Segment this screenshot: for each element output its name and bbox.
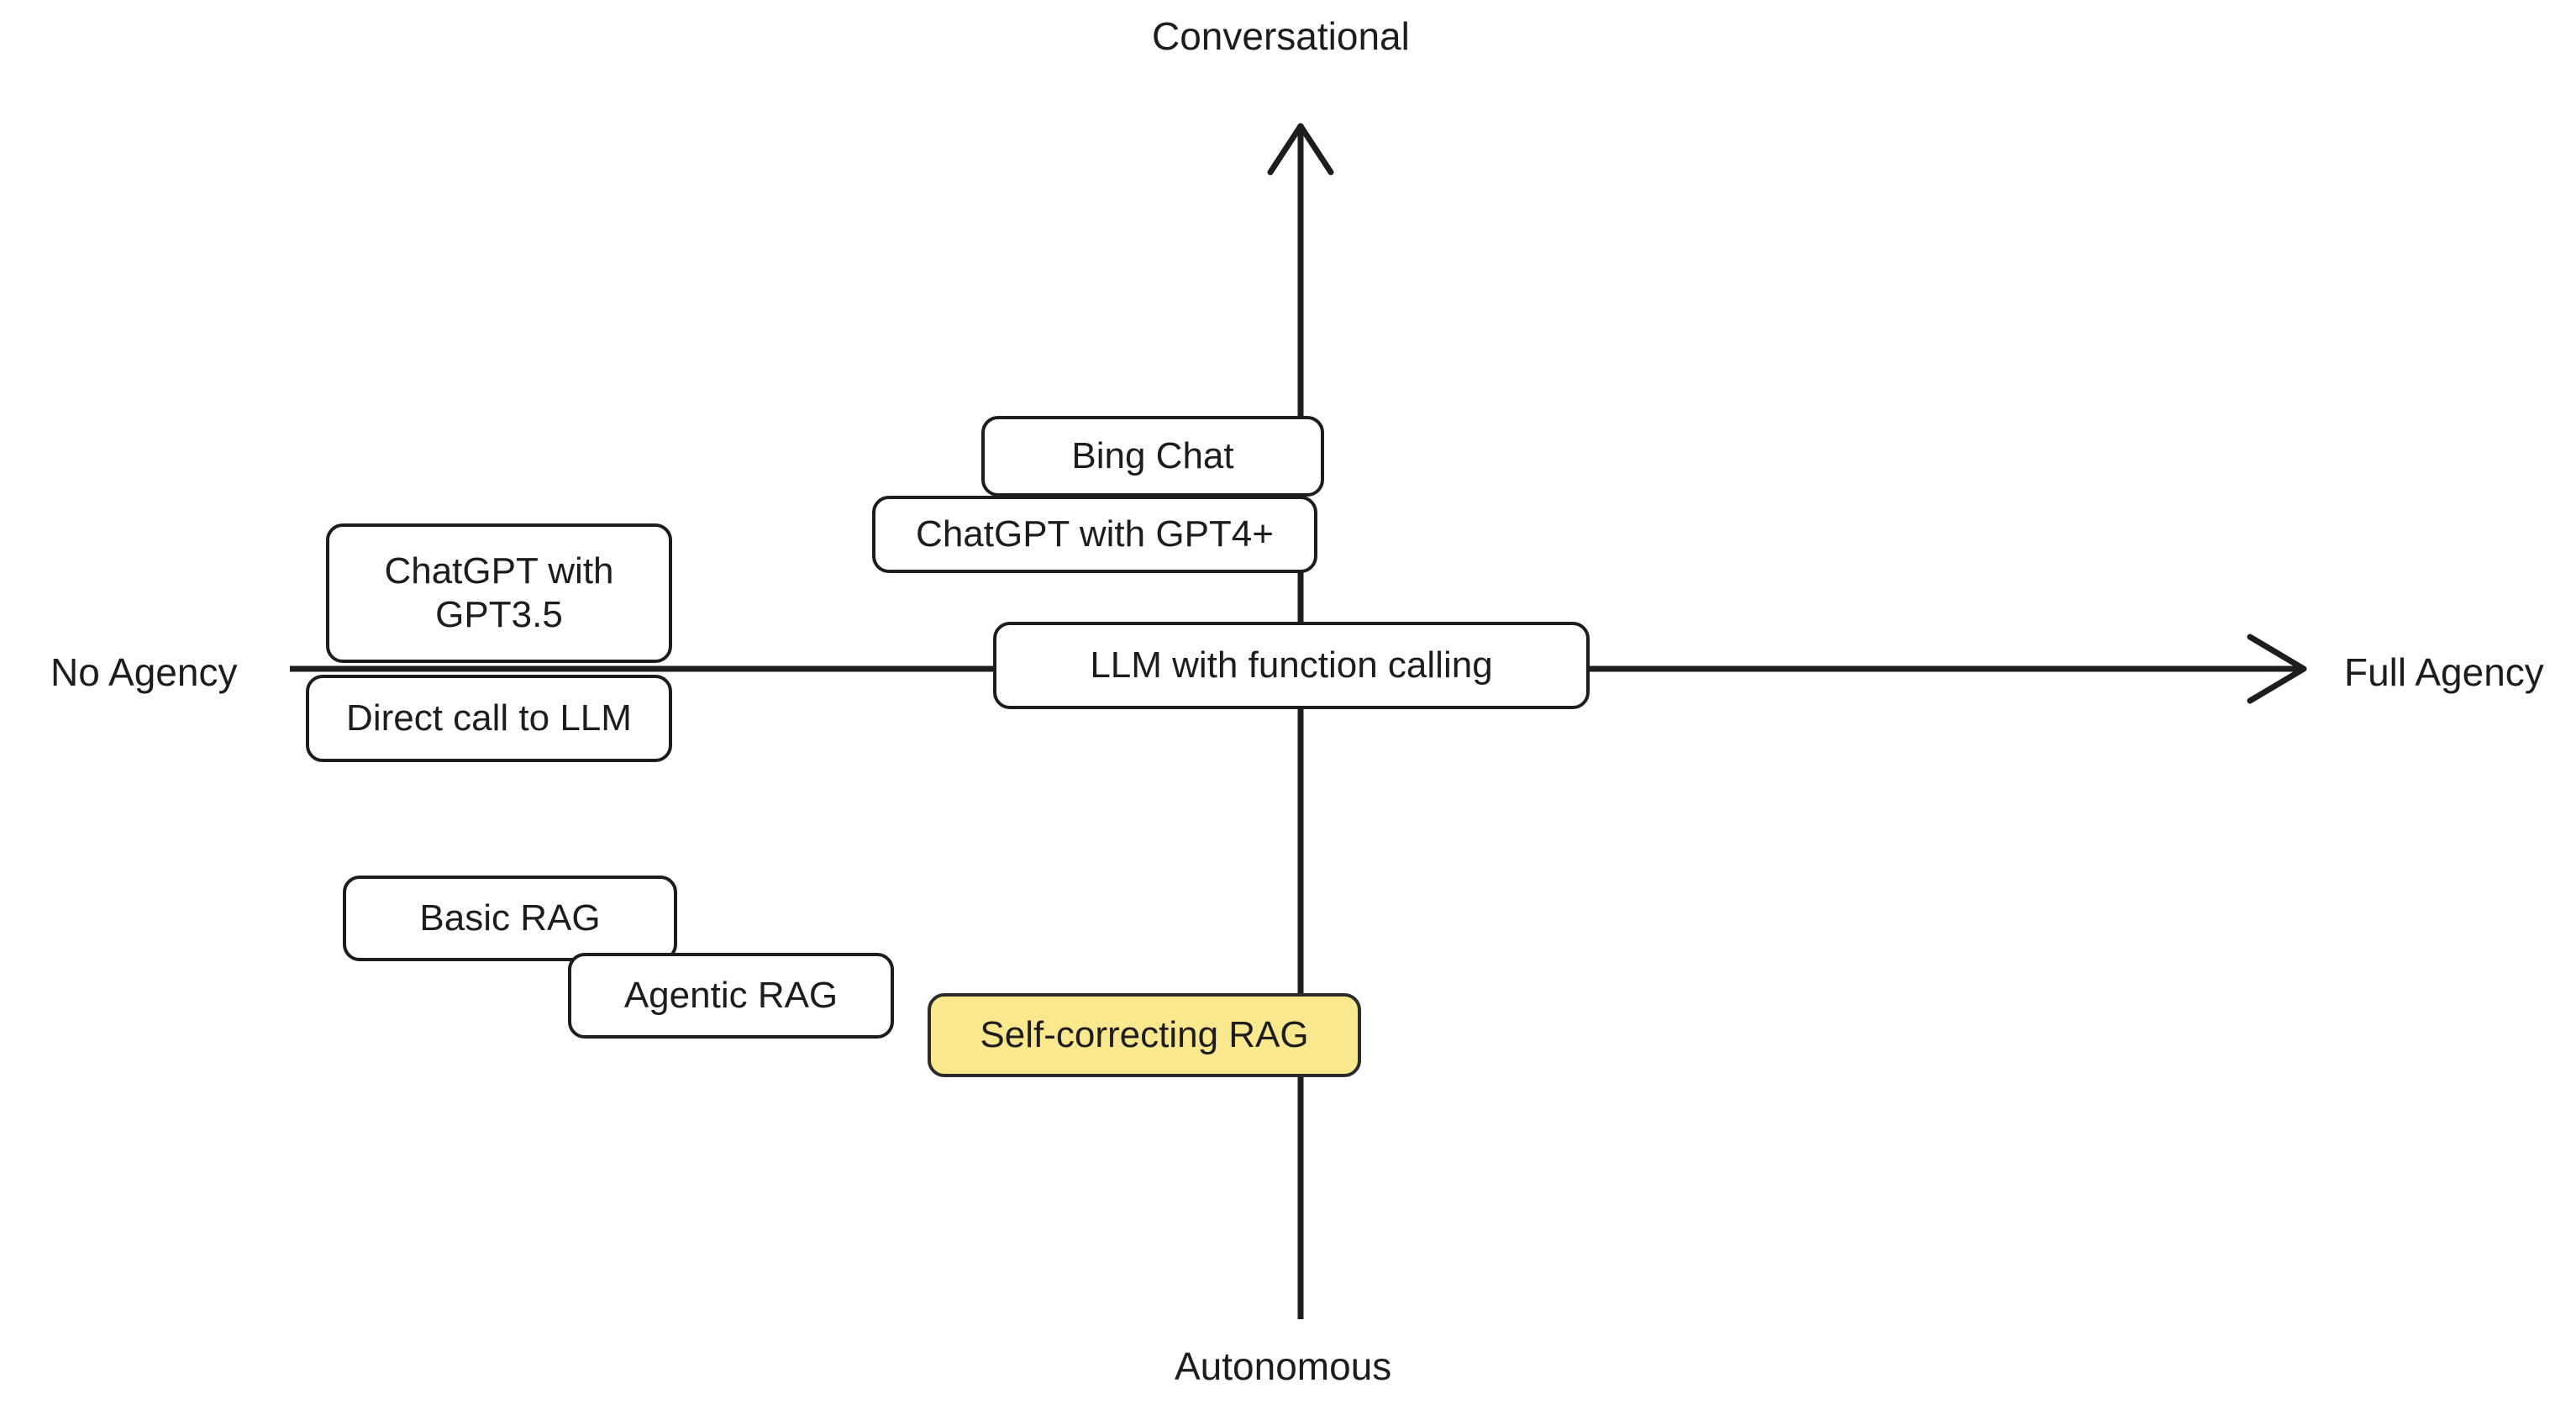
node-bing-chat[interactable]: Bing Chat [981,416,1324,497]
node-basic-rag[interactable]: Basic RAG [343,876,677,961]
axis-label-full-agency: Full Agency [2344,650,2544,694]
node-direct-call-to-llm[interactable]: Direct call to LLM [306,675,672,762]
node-chatgpt-with-gpt35[interactable]: ChatGPT with GPT3.5 [326,523,672,663]
node-self-correcting-rag[interactable]: Self-correcting RAG [928,993,1361,1077]
horizontal-axis-arrowhead [2247,634,2307,704]
vertical-axis-arrowhead [1267,123,1334,176]
axis-label-no-agency: No Agency [50,650,238,694]
node-agentic-rag[interactable]: Agentic RAG [568,953,894,1039]
axis-label-autonomous: Autonomous [1175,1344,1392,1388]
axis-label-conversational: Conversational [1152,14,1410,58]
node-llm-with-function-calling[interactable]: LLM with function calling [993,622,1590,709]
node-chatgpt-with-gpt4-plus[interactable]: ChatGPT with GPT4+ [872,496,1317,573]
